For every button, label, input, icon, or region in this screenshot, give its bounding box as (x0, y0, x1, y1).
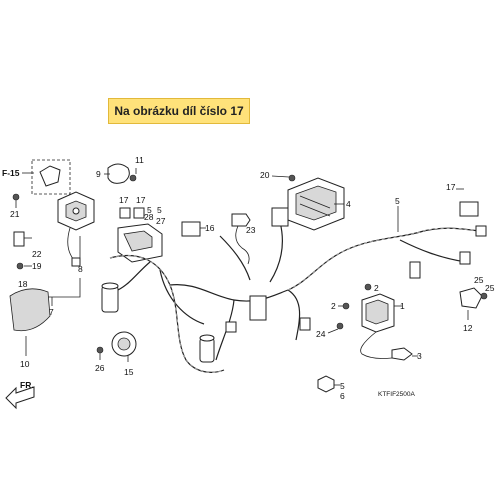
horn-bracket (107, 163, 130, 184)
callout-4[interactable]: 4 (346, 199, 351, 209)
callout-12[interactable]: 12 (463, 323, 473, 333)
callout-8[interactable]: 8 (78, 264, 83, 274)
callout-20[interactable]: 20 (260, 170, 270, 180)
switch-cover (9, 288, 51, 332)
bolt-2-b (342, 302, 350, 310)
switch-wire (67, 227, 75, 261)
drawing-code: KTFIF2500A (378, 391, 416, 398)
callout-15[interactable]: 15 (124, 367, 134, 377)
relay-a (119, 207, 131, 219)
callout-17-a[interactable]: 17 (119, 195, 129, 205)
key-blank (13, 231, 25, 247)
part-note-text: Na obrázku díl číslo 17 (114, 104, 244, 118)
bolt-20 (288, 174, 296, 182)
regulator-rectifier (287, 177, 345, 231)
starter-relay (181, 221, 201, 237)
callout-11[interactable]: 11 (135, 155, 144, 165)
callout-17-c[interactable]: 17 (446, 182, 456, 192)
harness-connector-f (459, 251, 471, 265)
leader-24 (327, 328, 339, 334)
bolt-21 (12, 193, 20, 201)
bolt-26 (96, 346, 104, 354)
fuse-box (117, 223, 163, 263)
ignition-switch (57, 191, 95, 231)
harness-connector-e (475, 225, 487, 237)
harness-connector-c (409, 261, 421, 279)
callout-5-c[interactable]: 5 (395, 196, 400, 206)
harness-connector-d (299, 317, 311, 331)
sensor-wire-23 (235, 225, 250, 265)
sensor-plug (231, 213, 251, 227)
horn (111, 331, 137, 357)
callout-26[interactable]: 26 (95, 363, 105, 373)
callout-18[interactable]: 18 (18, 279, 28, 289)
callout-3[interactable]: 3 (417, 351, 422, 361)
bolt-25-b (480, 292, 488, 300)
callout-7[interactable]: 7 (49, 307, 54, 317)
main-wire-harness (109, 221, 487, 373)
callout-1[interactable]: 1 (400, 301, 405, 311)
side-stand-switch (459, 287, 483, 309)
relay-right (459, 201, 479, 217)
section-ref-label[interactable]: F-15 (2, 168, 20, 178)
harness-connector-a (225, 321, 237, 333)
key-cylinder (39, 165, 61, 187)
front-direction-arrow (5, 386, 35, 410)
callout-9[interactable]: 9 (96, 169, 101, 179)
callout-2-b[interactable]: 2 (331, 301, 336, 311)
detail-box (31, 159, 71, 195)
ignition-coil (361, 293, 395, 333)
spark-plug-cap (391, 347, 413, 361)
callout-16[interactable]: 16 (205, 223, 215, 233)
callout-19[interactable]: 19 (32, 261, 42, 271)
plug-lead (360, 331, 393, 359)
callout-23[interactable]: 23 (246, 225, 256, 235)
front-label: FR. (20, 380, 34, 390)
part-note-banner: Na obrázku díl číslo 17 (108, 98, 250, 124)
callout-5-b[interactable]: 5 (157, 205, 162, 215)
callout-6[interactable]: 6 (340, 391, 345, 401)
callout-22[interactable]: 22 (32, 249, 42, 259)
harness-connector-b (271, 207, 289, 227)
callout-28[interactable]: 28 (144, 212, 154, 222)
pump-cylinder (101, 282, 119, 313)
bolt-2-a (364, 283, 372, 291)
bolt-24 (336, 322, 344, 330)
callout-17-b[interactable]: 17 (136, 195, 146, 205)
callout-24[interactable]: 24 (316, 329, 326, 339)
leader-20 (271, 175, 290, 178)
callout-25-a[interactable]: 25 (474, 275, 484, 285)
callout-2-a[interactable]: 2 (374, 283, 379, 293)
boot-cylinder (199, 334, 215, 363)
bolt-11 (129, 174, 137, 182)
callout-21[interactable]: 21 (10, 209, 20, 219)
callout-10[interactable]: 10 (20, 359, 30, 369)
callout-5-a[interactable]: 5 (147, 205, 152, 215)
callout-27[interactable]: 27 (156, 216, 166, 226)
harness-clamp (317, 375, 335, 393)
relay-b (133, 207, 145, 219)
callout-25-b[interactable]: 25 (485, 283, 495, 293)
junction-connector (249, 295, 267, 321)
callout-5-d[interactable]: 5 (340, 381, 345, 391)
washer-19 (16, 262, 24, 270)
